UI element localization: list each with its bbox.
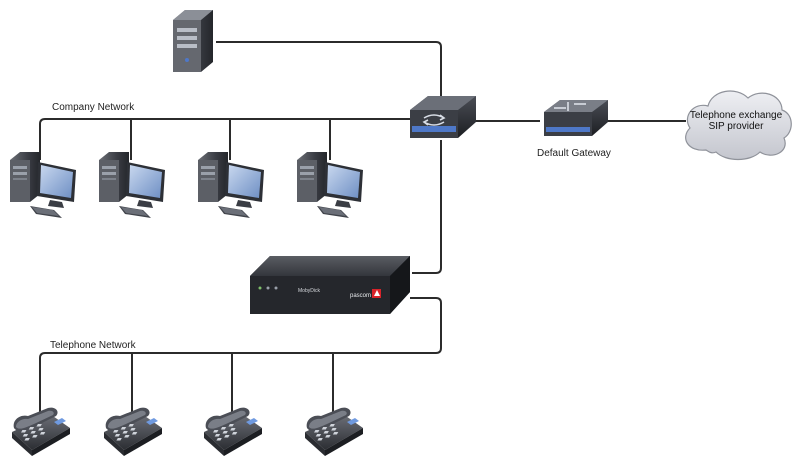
pbx-appliance-icon: MobyDick pascom xyxy=(250,256,410,314)
connection-lines xyxy=(39,41,686,412)
router-icon xyxy=(544,100,608,136)
cloud-icon xyxy=(685,90,792,161)
cloud-label-line2: SIP provider xyxy=(708,121,764,132)
pbx-model-text: MobyDick xyxy=(298,288,320,294)
workstation-icon xyxy=(99,152,165,218)
workstation-icon xyxy=(198,152,264,218)
switch-icon xyxy=(410,96,476,138)
company-network-label: Company Network xyxy=(52,102,135,113)
desk-phone-icon xyxy=(204,407,262,456)
desk-phone-icon xyxy=(12,407,70,456)
workstation-icon xyxy=(297,152,363,218)
pbx-brand-text: pascom xyxy=(350,293,371,299)
workstation-icon xyxy=(10,152,76,218)
sip-provider-label: Telephone exchange SIP provider xyxy=(684,110,788,132)
cloud-label-line1: Telephone exchange xyxy=(689,110,783,121)
desk-phone-icon xyxy=(305,407,363,456)
default-gateway-label: Default Gateway xyxy=(537,148,611,159)
telephone-network-label: Telephone Network xyxy=(50,340,136,351)
desk-phone-icon xyxy=(104,407,162,456)
server-icon xyxy=(173,10,213,72)
